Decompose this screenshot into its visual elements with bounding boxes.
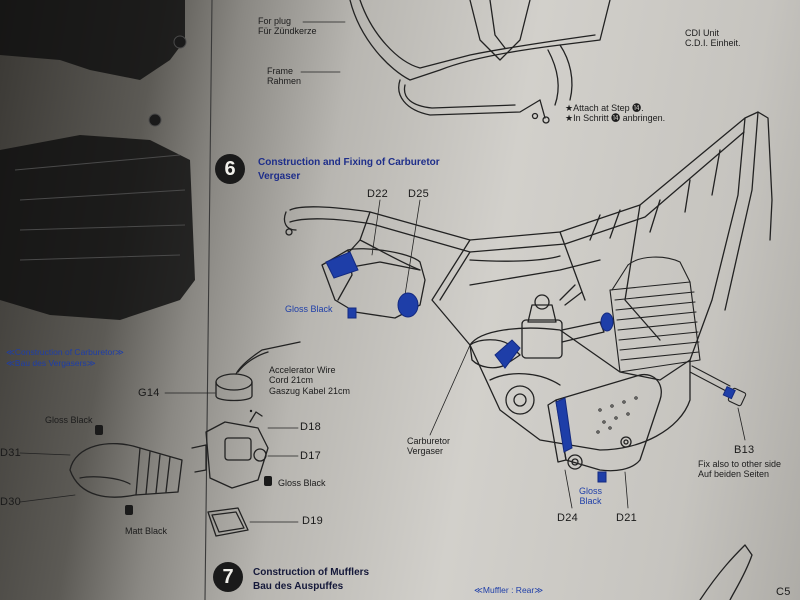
carburetor-label: Carburetor Vergaser xyxy=(407,436,451,457)
part-d19: D19 xyxy=(302,515,324,527)
matt-black-label: Matt Black xyxy=(125,526,168,536)
accelerator-wire-label: Accelerator Wire Cord 21cm Gaszug Kabel … xyxy=(269,365,351,396)
part-d31: D31 xyxy=(0,447,22,459)
gloss-black-frame-label: Gloss Black xyxy=(285,304,333,314)
step-number-6: 6 xyxy=(215,154,245,184)
gloss-black-carb-label: Gloss Black xyxy=(278,478,326,488)
step-7-title: Construction of Mufflers Bau des Auspuff… xyxy=(253,567,370,592)
fix-other-side-note: Fix also to other side Auf beiden Seiten xyxy=(698,459,782,480)
for-plug-label: For plug Für Zündkerze xyxy=(258,16,317,37)
part-c5: C5 xyxy=(776,586,791,598)
part-d22: D22 xyxy=(367,188,389,200)
step-number-7: 7 xyxy=(213,562,243,592)
step-6-title: Construction and Fixing of Carburetor Ve… xyxy=(258,157,440,182)
part-b13: B13 xyxy=(734,444,755,456)
cdi-unit-label: CDI Unit C.D.I. Einheit. xyxy=(685,28,741,49)
part-d17: D17 xyxy=(300,450,322,462)
part-g14: G14 xyxy=(138,387,160,399)
part-d18: D18 xyxy=(300,421,322,433)
part-d24: D24 xyxy=(557,512,579,524)
attach-step-note: ★Attach at Step ⓮. ★In Schritt ⓮ anbring… xyxy=(565,103,666,124)
frame-label: Frame Rahmen xyxy=(267,66,302,87)
gloss-black-bottom-label: Gloss Black xyxy=(579,486,603,507)
part-d30: D30 xyxy=(0,496,22,508)
part-d21: D21 xyxy=(616,512,638,524)
gloss-black-left-label: Gloss Black xyxy=(45,415,93,425)
carburetor-construction-heading: ≪Construction of Carburetor≫ ≪Bau des Ve… xyxy=(6,347,124,369)
part-d25: D25 xyxy=(408,188,430,200)
muffler-rear-heading: ≪Muffler : Rear≫ xyxy=(474,585,544,595)
